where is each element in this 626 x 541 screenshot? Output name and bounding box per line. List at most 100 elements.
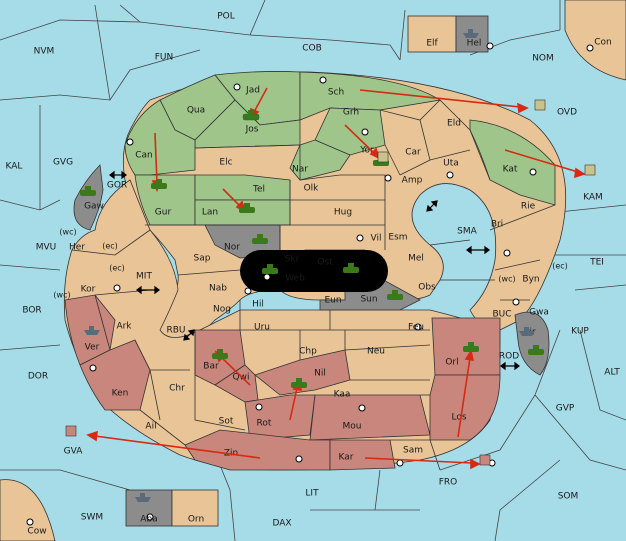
unit-marker[interactable] <box>534 99 546 111</box>
army-unit[interactable] <box>151 179 167 189</box>
label-kar: Kar <box>339 453 354 463</box>
sea-rod[interactable]: ROD <box>499 352 519 362</box>
territory-rot[interactable] <box>244 394 316 441</box>
coast-mark: (ec) <box>109 264 125 273</box>
sea-gvg[interactable]: GVG <box>53 158 73 168</box>
sea-mvu[interactable]: MVU <box>36 243 57 253</box>
label-sam: Sam <box>403 446 423 456</box>
label-ken: Ken <box>112 389 129 399</box>
sea-ovd[interactable]: OVD <box>557 108 577 118</box>
sea-lit[interactable]: LIT <box>305 489 319 499</box>
sea-buc[interactable]: BUC <box>492 310 511 320</box>
sea-con[interactable]: Con <box>594 38 612 48</box>
sea-cow[interactable]: Cow <box>27 527 46 537</box>
fleet-unit[interactable] <box>463 29 479 38</box>
territory-orn[interactable] <box>171 489 219 527</box>
unit-marker[interactable] <box>479 454 491 466</box>
sea-swm[interactable]: SWM <box>81 513 103 523</box>
army-unit[interactable] <box>80 186 96 196</box>
sea-mit[interactable]: MIT <box>136 272 152 282</box>
army-unit[interactable] <box>212 349 228 359</box>
sea-rbu[interactable]: RBU <box>166 326 185 336</box>
order-arrow-icon <box>344 124 381 160</box>
sea-dax[interactable]: DAX <box>272 519 291 529</box>
label-uru: Uru <box>254 323 270 333</box>
label-eun: Eun <box>324 296 341 306</box>
territory-can[interactable] <box>124 99 196 176</box>
territory-elf[interactable] <box>407 15 457 53</box>
label-elc: Elc <box>219 158 232 168</box>
strait-arrow-icon <box>426 200 438 212</box>
land-borders <box>71 99 556 471</box>
sea-gva[interactable]: GVA <box>64 447 84 457</box>
territory-qwi[interactable] <box>214 364 259 403</box>
label-ver: Ver <box>85 343 100 353</box>
territory-tel[interactable] <box>194 174 291 201</box>
label-nar: Nar <box>292 165 308 175</box>
army-unit[interactable] <box>463 342 479 352</box>
label-gaw: Gaw <box>84 202 104 212</box>
label-tel: Tel <box>252 185 265 195</box>
label-hug: Hug <box>334 208 352 218</box>
territory-kat[interactable] <box>469 119 556 206</box>
order-arrow-icon <box>504 149 586 179</box>
label-kor: Kor <box>81 285 96 295</box>
sea-pol[interactable]: POL <box>217 12 235 22</box>
sea-cob[interactable]: COB <box>302 44 322 54</box>
sea-tei[interactable]: TEI <box>589 258 604 268</box>
sea-dor[interactable]: DOR <box>28 372 48 382</box>
army-unit[interactable] <box>343 263 359 273</box>
territory-mou[interactable] <box>309 394 431 441</box>
label-kaa: Kaa <box>334 390 351 400</box>
label-ail: Ail <box>145 422 156 432</box>
sea-labels: POL NVM FUN COB NOM OVD KAL GVG GOR KAM … <box>6 12 621 537</box>
red-territories <box>64 294 501 471</box>
territory-gaw[interactable] <box>73 164 104 231</box>
sea-kal[interactable]: KAL <box>6 162 23 172</box>
sea-alt[interactable]: ALT <box>604 368 620 378</box>
fleet-unit[interactable] <box>519 327 535 336</box>
army-unit[interactable] <box>528 345 544 355</box>
strait-markers <box>109 170 520 371</box>
label-amp: Amp <box>402 176 423 186</box>
army-unit[interactable] <box>252 234 268 244</box>
sea-kam[interactable]: KAM <box>583 193 603 203</box>
label-esm: Esm <box>388 233 407 243</box>
sea-sma[interactable]: SMA <box>457 227 477 237</box>
army-unit[interactable] <box>387 290 403 300</box>
fleet-unit[interactable] <box>84 326 100 335</box>
sea-som[interactable]: SOM <box>558 492 579 502</box>
label-ark: Ark <box>116 322 132 332</box>
unit-marker[interactable] <box>377 151 389 163</box>
sea-fun[interactable]: FUN <box>155 53 174 63</box>
fleet-unit[interactable] <box>135 493 151 502</box>
territory-kar[interactable] <box>329 439 396 471</box>
label-kat: Kat <box>503 165 518 175</box>
territory-los[interactable] <box>429 374 501 441</box>
label-can: Can <box>135 151 153 161</box>
strait-arrow-icon <box>109 170 127 180</box>
army-unit[interactable] <box>239 203 255 213</box>
sea-nvm[interactable]: NVM <box>34 47 55 57</box>
sea-nom[interactable]: NOM <box>532 54 554 64</box>
territory-nar[interactable] <box>289 139 351 181</box>
unit-marker[interactable] <box>584 164 596 176</box>
strait-arrow-icon <box>500 361 520 371</box>
unit-marker[interactable] <box>65 425 77 437</box>
army-unit[interactable] <box>291 378 307 388</box>
army-unit[interactable] <box>262 264 278 274</box>
label-skr: Skr <box>285 255 300 265</box>
order-arrow-icon <box>359 89 529 114</box>
label-nog: Nog <box>213 305 231 315</box>
sea-gor[interactable]: GOR <box>107 181 127 191</box>
territory-grh[interactable] <box>314 107 386 156</box>
sea-gvp[interactable]: GVP <box>556 404 575 414</box>
label-vil: Vil <box>371 234 382 244</box>
sea-fro[interactable]: FRO <box>439 478 458 488</box>
army-unit[interactable] <box>242 110 260 121</box>
sea-kup[interactable]: KUP <box>571 327 589 337</box>
territory-pir[interactable] <box>514 311 550 376</box>
label-web: Web <box>285 274 305 284</box>
sea-bor[interactable]: BOR <box>22 306 41 316</box>
